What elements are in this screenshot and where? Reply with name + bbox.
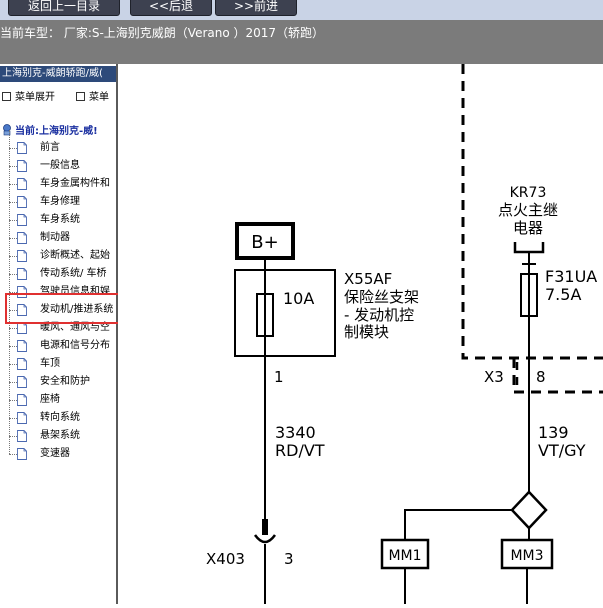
battery-positive-label: B+ [251, 232, 278, 253]
sidebar-item-label: 制动器 [40, 232, 70, 243]
sidebar-item[interactable]: 安全和防护 [0, 364, 116, 391]
fuse-block-name-line3: 制模块 [344, 323, 389, 341]
menu-collapse-control[interactable]: 菜单 [76, 88, 109, 103]
connector-x403-pin [262, 519, 268, 535]
sidebar-item[interactable]: 转向系统 [0, 400, 116, 427]
tree-root[interactable]: 当前:上海别克-威! [2, 122, 98, 137]
wire-3340-color: RD/VT [275, 441, 325, 460]
sidebar-item-label: 一般信息 [40, 160, 80, 171]
sidebar-item[interactable]: 变速器 [0, 436, 116, 463]
sidebar-item-label: 前言 [40, 142, 60, 153]
wiring-diagram-canvas: B+ 10A X55AF 保险丝支架 - 发动机控 制模块 1 3340 RD/… [206, 64, 603, 604]
document-icon [17, 304, 27, 316]
relay-name-line1: 点火主继 [498, 201, 558, 219]
document-icon [17, 448, 27, 460]
document-icon [17, 268, 27, 280]
connector-x403-pin-number: 3 [284, 550, 294, 568]
sidebar-item-label: 安全和防护 [40, 376, 90, 387]
sidebar-item-label: 转向系统 [40, 412, 80, 423]
document-icon [17, 142, 27, 154]
fuse-block-x55af [234, 269, 336, 357]
sidebar-item-selected[interactable]: 发动机/推进系统 [0, 292, 116, 319]
connector-x403-code: X403 [206, 550, 245, 568]
document-icon [17, 394, 27, 406]
vehicle-root-icon [3, 124, 11, 136]
relay-name-line2: 电器 [513, 219, 543, 237]
sidebar-item-label: 变速器 [40, 448, 70, 459]
document-icon [17, 196, 27, 208]
relay-code: KR73 [510, 185, 547, 201]
menu-expand-control[interactable]: 菜单展开 [2, 88, 55, 103]
document-icon [17, 376, 27, 388]
sidebar-item-label: 暖风、通风与空 [40, 322, 110, 333]
relay-contact-symbol [513, 242, 545, 254]
sidebar-item[interactable]: 车身系统 [0, 202, 116, 229]
splice-diamond [510, 490, 548, 530]
document-icon [17, 250, 27, 262]
splice-mm1-label: MM1 [388, 548, 421, 564]
relay-module-boundary [461, 64, 603, 360]
sidebar-item-label: 驾驶员信息和娱 [40, 286, 110, 297]
connector-x403-symbol [253, 534, 277, 544]
wire-139-color: VT/GY [538, 441, 586, 460]
sidebar-item-label: 悬架系统 [40, 430, 80, 441]
back-to-parent-button[interactable]: 返回上一目录 [8, 0, 120, 16]
sidebar-item[interactable]: 座椅 [0, 382, 116, 409]
right-fuse-rating: 7.5A [545, 285, 581, 304]
document-icon [17, 178, 27, 190]
sidebar-item-label: 发动机/推进系统 [40, 304, 114, 315]
current-model-bar: 当前车型： 厂家:S-上海别克威朗（Verano ）2017（轿跑） [0, 20, 603, 64]
splice-mm3-label: MM3 [510, 548, 543, 564]
wire-3340-number: 3340 [275, 423, 316, 442]
sidebar-item[interactable]: 诊断概述、起始 [0, 238, 116, 265]
menu-collapse-icon [76, 92, 85, 101]
sidebar: 上海别克-威朗轿跑/威( 菜单展开 菜单 当前:上海别克-威! 前言一般信息车身… [0, 64, 118, 604]
forward-button[interactable]: >>前进 [215, 0, 297, 16]
splice-mm1-box [380, 538, 430, 570]
sidebar-item[interactable]: 车身金属构件和 [0, 166, 116, 193]
sidebar-title: 上海别克-威朗轿跑/威( [0, 66, 116, 82]
document-icon [17, 358, 27, 370]
left-fuse-rating: 10A [283, 289, 314, 308]
back-button[interactable]: <<后退 [130, 0, 212, 16]
connector-x3-boundary [512, 358, 603, 394]
document-icon [17, 160, 27, 172]
sidebar-item-label: 座椅 [40, 394, 60, 405]
document-icon [17, 430, 27, 442]
toolbar: 返回上一目录 <<后退 >>前进 [0, 0, 603, 20]
sidebar-item[interactable]: 一般信息 [0, 148, 116, 175]
document-icon [17, 340, 27, 352]
document-icon [17, 214, 27, 226]
sidebar-item[interactable]: 制动器 [0, 220, 116, 247]
fuse-block-name-line1: 保险丝支架 [344, 288, 419, 306]
wiring-diagram: B+ 10A X55AF 保险丝支架 - 发动机控 制模块 1 3340 RD/… [118, 64, 603, 604]
splice-mm3-box [500, 538, 554, 570]
sidebar-item[interactable]: 车身修理 [0, 184, 116, 211]
sidebar-item-label: 车身修理 [40, 196, 80, 207]
fuse-block-name-line2: - 发动机控 [344, 306, 414, 324]
connector-x3-pin-number: 8 [536, 368, 546, 386]
fuse-block-code: X55AF [344, 270, 392, 288]
sidebar-item[interactable]: 前言 [0, 130, 116, 157]
sidebar-item-label: 电源和信号分布 [40, 340, 110, 351]
menu-expand-icon [2, 92, 11, 101]
sidebar-item-label: 诊断概述、起始 [40, 250, 110, 261]
document-icon [17, 412, 27, 424]
sidebar-item[interactable]: 电源和信号分布 [0, 328, 116, 355]
sidebar-item-label: 传动系统/ 车桥 [40, 268, 107, 279]
sidebar-item[interactable]: 传动系统/ 车桥 [0, 256, 116, 283]
sidebar-item-label: 车顶 [40, 358, 60, 369]
sidebar-item-label: 车身金属构件和 [40, 178, 110, 189]
left-fuse-pin: 1 [274, 368, 284, 386]
document-icon [17, 232, 27, 244]
current-model-text: 当前车型： 厂家:S-上海别克威朗（Verano ）2017（轿跑） [0, 26, 325, 40]
sidebar-item[interactable]: 悬架系统 [0, 418, 116, 445]
sidebar-item[interactable]: 车顶 [0, 346, 116, 373]
connector-x3-code: X3 [484, 368, 504, 386]
right-fuse-code: F31UA [545, 267, 597, 286]
sidebar-item-label: 车身系统 [40, 214, 80, 225]
wire-139-number: 139 [538, 423, 569, 442]
